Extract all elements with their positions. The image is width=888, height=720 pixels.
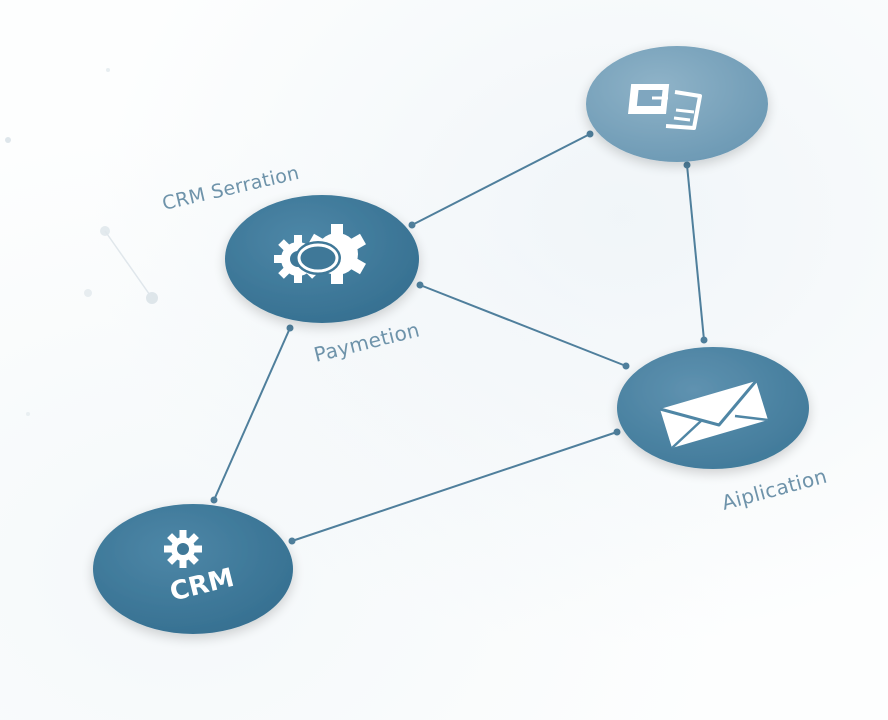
connector-gears-envelope	[419, 284, 627, 367]
node-crm[interactable]: CRM	[93, 504, 293, 634]
document-icon	[628, 84, 702, 130]
connector-document-gears	[411, 133, 591, 226]
label-aiplication: Aiplication	[719, 464, 829, 515]
connector-crm-envelope	[291, 431, 618, 542]
connector-document-envelope	[686, 164, 705, 341]
node-envelope[interactable]	[617, 347, 809, 469]
envelope-icon	[659, 380, 769, 449]
gears-icon	[274, 224, 366, 284]
connector-endpoints	[210, 130, 708, 545]
background-decor	[5, 68, 158, 416]
connector-gears-crm	[213, 327, 291, 501]
connectors	[213, 133, 705, 542]
gear-icon	[164, 530, 202, 568]
node-gears[interactable]	[225, 195, 419, 323]
node-document[interactable]	[586, 46, 768, 162]
label-paymetion: Paymetion	[311, 317, 422, 366]
